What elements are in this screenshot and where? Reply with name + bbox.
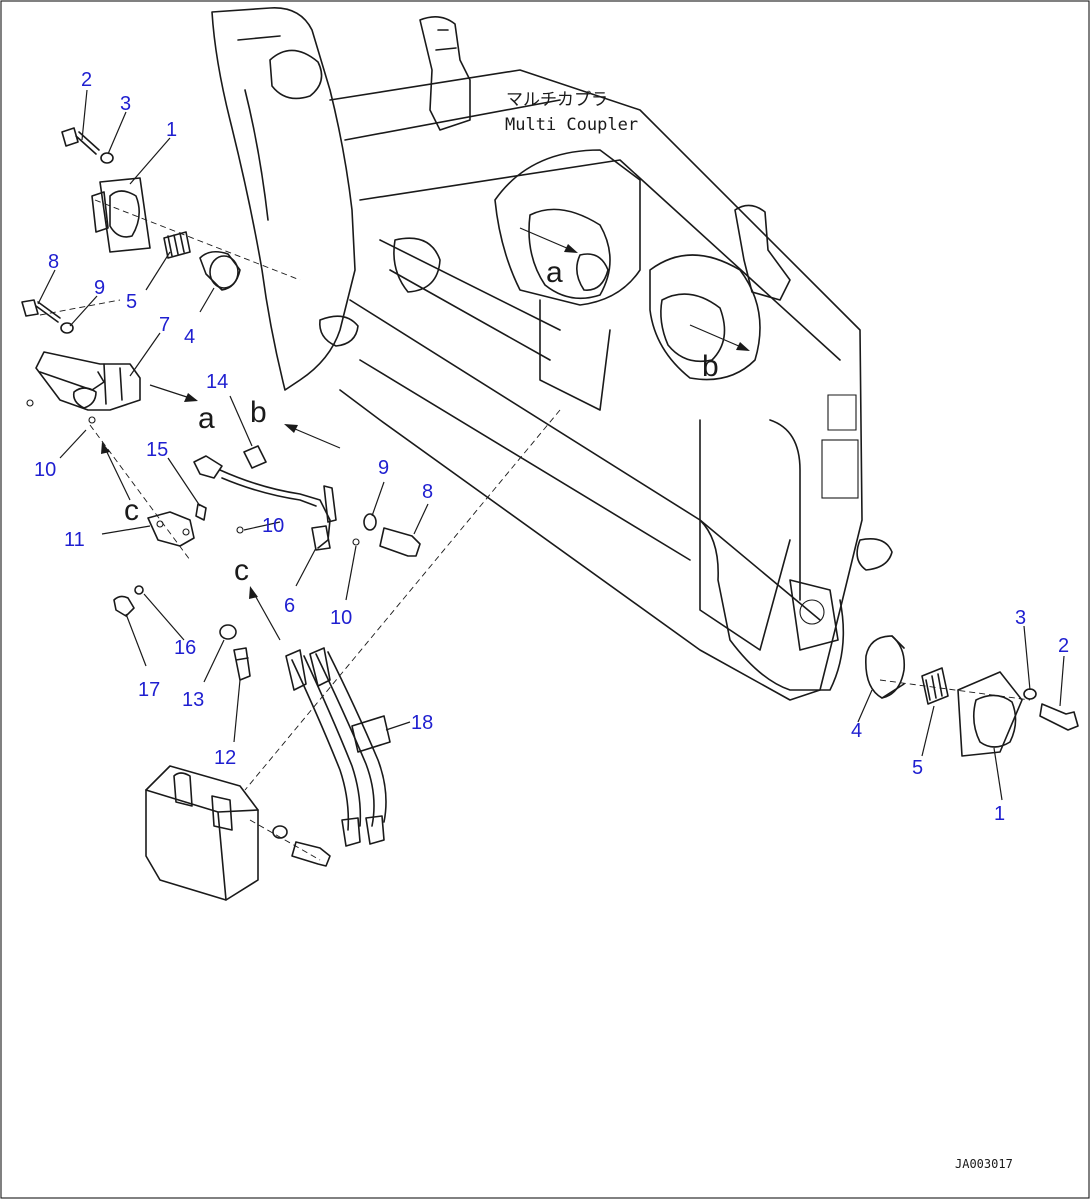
bolt-icon: [233, 647, 251, 681]
callout-13: 13: [182, 689, 204, 711]
pin-icon: [199, 250, 241, 291]
plate-icon: [147, 511, 195, 547]
pin-icon: [865, 635, 906, 699]
callout-9-mid: 9: [378, 457, 389, 479]
callout-10-mid-b: 10: [330, 607, 352, 629]
callout-10-mid-a: 10: [262, 515, 284, 537]
callout-18: 18: [411, 712, 433, 734]
bolt-icon: [1039, 703, 1079, 731]
spring-icon: [163, 231, 191, 259]
callout-leaders: [37, 89, 1065, 801]
callout-14: 14: [206, 371, 228, 393]
callout-numbers: 2 3 1 8 9 5 4 7 14 10 15 11 10 9 8 6 10 …: [34, 69, 1069, 825]
bracket-icon: [35, 351, 141, 411]
view-arrows: [101, 227, 750, 641]
washer-icon: [1023, 688, 1037, 700]
callout-4-left: 4: [184, 326, 195, 348]
callout-17: 17: [138, 679, 160, 701]
coupler-frame: [211, 7, 893, 701]
flange-cap-icon: [957, 671, 1023, 757]
callout-10-left: 10: [34, 459, 56, 481]
title-english: Multi Coupler: [505, 115, 638, 135]
view-letter-c-left: c: [124, 494, 139, 527]
callout-1-right: 1: [994, 803, 1005, 825]
clamp-icon: [323, 485, 337, 523]
flange-cap-icon: [99, 177, 151, 253]
spring-icon: [921, 667, 949, 705]
callout-6: 6: [284, 595, 295, 617]
callout-11: 11: [64, 529, 85, 551]
callout-2-left: 2: [81, 69, 92, 91]
lower-left-parts: [113, 503, 251, 681]
callout-15: 15: [146, 439, 168, 461]
washer-icon: [60, 322, 74, 334]
callout-9-left: 9: [94, 277, 105, 299]
bolt-icon: [61, 127, 100, 155]
connector-icon: [193, 455, 223, 479]
callout-5-right: 5: [912, 757, 923, 779]
callout-4-right: 4: [851, 720, 862, 742]
callout-7: 7: [159, 314, 170, 336]
callout-3-left: 3: [120, 93, 131, 115]
drawing-code: JA003017: [955, 1157, 1013, 1171]
view-letter-c-mid: c: [234, 554, 249, 587]
clamp-icon: [243, 445, 267, 469]
callout-16: 16: [174, 637, 196, 659]
hydraulic-hoses: [285, 647, 391, 847]
washer-icon: [100, 152, 114, 164]
right-pin-assembly: [865, 635, 1079, 757]
left-pin-assembly: [61, 127, 241, 291]
mid-fasteners: [352, 513, 421, 557]
view-letter-b-mid: b: [250, 396, 267, 429]
callout-2-right: 2: [1058, 635, 1069, 657]
title-japanese: マルチカプラ: [506, 90, 608, 110]
view-letter-a-frame: a: [546, 256, 563, 289]
bolt-icon: [379, 527, 421, 557]
callout-12: 12: [214, 747, 236, 769]
callout-5-left: 5: [126, 291, 137, 313]
callout-8-mid: 8: [422, 481, 433, 503]
callout-1-left: 1: [166, 119, 177, 141]
left-bracket-assembly: [21, 299, 141, 424]
washer-icon: [363, 513, 377, 531]
view-letter-b-frame: b: [702, 350, 719, 383]
cover-block: [145, 765, 331, 901]
wiring-harness: [193, 445, 337, 551]
callout-3-right: 3: [1015, 607, 1026, 629]
clamp-icon: [351, 715, 391, 753]
view-letter-a-left: a: [198, 402, 215, 435]
washer-icon: [219, 624, 237, 640]
bolt-icon: [21, 299, 61, 323]
clip-icon: [113, 595, 135, 617]
callout-8-left: 8: [48, 251, 59, 273]
